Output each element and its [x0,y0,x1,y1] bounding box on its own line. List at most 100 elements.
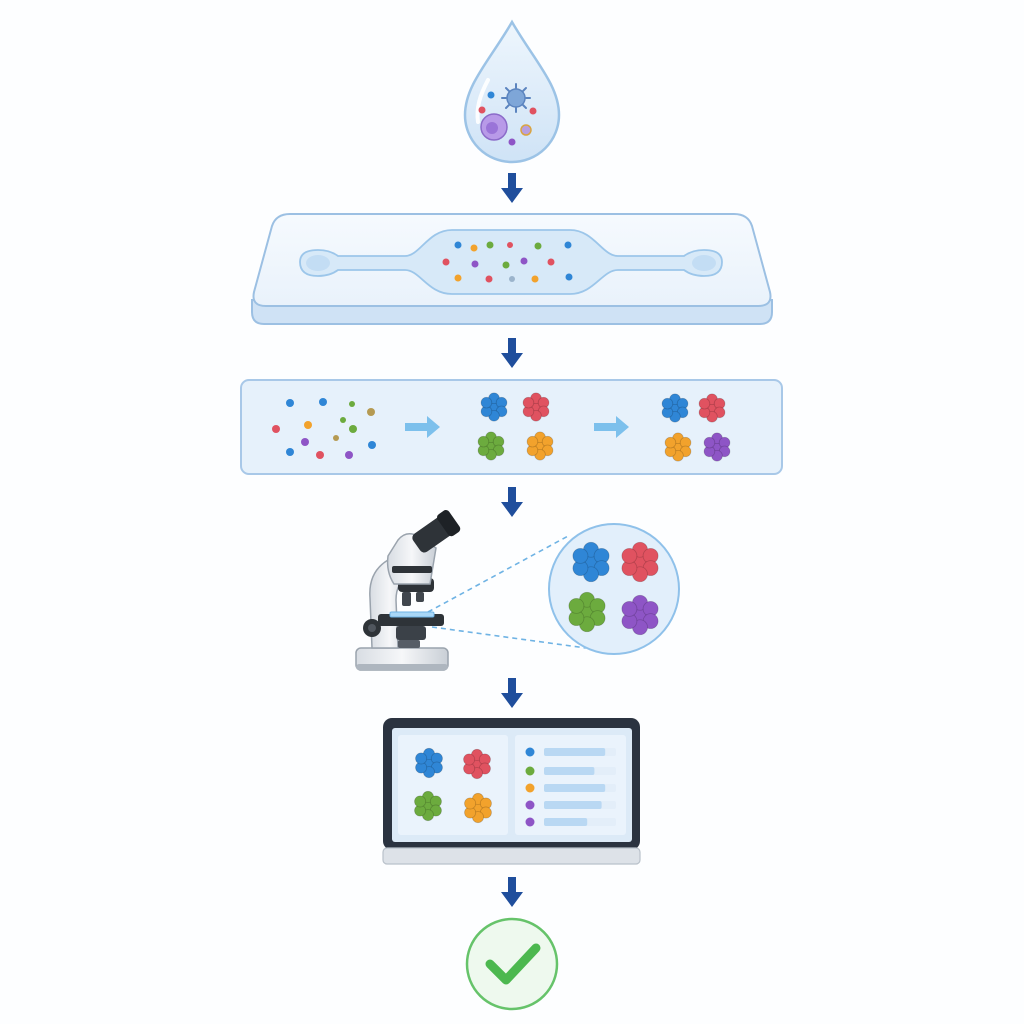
cluster [664,432,692,462]
particle [507,242,513,248]
stage-support [396,626,426,640]
result-bar [544,801,602,809]
cluster [661,393,689,423]
screen-cluster-pane [398,735,508,835]
particle [454,274,462,282]
result-bar [544,748,606,756]
microfluidic-chip [251,213,773,325]
down-arrow-icon [501,678,523,708]
magnified-cluster [621,594,659,636]
down-arrow-icon [501,487,523,517]
cluster [703,432,731,462]
cluster [526,431,554,461]
sample-droplet [463,19,561,164]
legend-dot [525,766,535,776]
particle [454,241,462,249]
legend-dot [525,783,535,793]
cluster [480,392,508,422]
success-badge [465,917,559,1011]
particle [529,107,537,115]
magnification-line [431,626,587,649]
particle [565,273,573,281]
chip-outlet-port [692,255,716,271]
magnification-line [427,534,571,613]
particle [531,275,539,283]
particle [286,399,294,407]
magnified-clusters [568,541,659,636]
particle [442,258,450,266]
head-band [392,566,432,573]
particle [520,124,532,136]
chip-particles [442,241,573,283]
microscope-base-shadow [356,664,448,670]
step-arrows [501,173,523,907]
particle [478,106,486,114]
particle [301,438,309,446]
legend-dot [525,817,535,827]
focus-knob-cap [368,624,376,632]
chip-channel [299,229,723,295]
microscope-inspection [355,510,680,671]
magnified-cluster [621,541,659,583]
droplet-highlight [475,78,490,124]
result-row [525,783,616,793]
light-source [398,640,420,648]
screen-results-list [525,747,616,827]
particle [316,451,324,459]
screen-cluster [463,748,491,780]
cell-nucleus [486,122,498,134]
particle [564,241,572,249]
cluster [698,393,726,423]
dispersed-particles [272,398,376,459]
clustering-process [240,379,783,475]
flow-arrow-icon [405,416,440,438]
particle [547,258,555,266]
particle [470,244,478,252]
virus-particle-icon [501,83,531,113]
particle [368,441,376,449]
particle [349,425,357,433]
legend-dot [525,747,535,757]
particle [485,275,493,283]
chip-inlet-port [306,255,330,271]
particle [286,448,294,456]
particle [471,260,479,268]
particle [502,261,510,269]
result-bar [544,767,595,775]
glass-slide [389,611,435,618]
magnifier-lens [548,523,680,655]
legend-dot [525,800,535,810]
particle [486,241,494,249]
particle [534,242,542,250]
particle [487,91,495,99]
result-row [525,817,616,827]
magnified-cluster [572,541,610,583]
down-arrow-icon [501,338,523,368]
particle [340,417,346,423]
cluster [522,392,550,422]
particle [345,451,353,459]
result-row [525,747,616,757]
microscope-icon [355,510,461,671]
flow-arrow-icon [594,416,629,438]
result-bar [544,818,588,826]
particle [367,408,375,416]
eyepiece [412,510,461,553]
result-row [525,800,616,810]
partial-clusters [477,392,554,461]
screen-cluster [464,792,492,824]
particle [520,257,528,265]
result-row [525,766,616,776]
particle [333,435,339,441]
particle [304,421,312,429]
result-bar [544,784,606,792]
particle [349,401,355,407]
formed-clusters [661,393,731,462]
monitor-stand [382,847,641,865]
particle [319,398,327,406]
screen-cluster [414,790,442,822]
screen-clusters [414,747,492,824]
result-confirmation [465,917,559,1011]
